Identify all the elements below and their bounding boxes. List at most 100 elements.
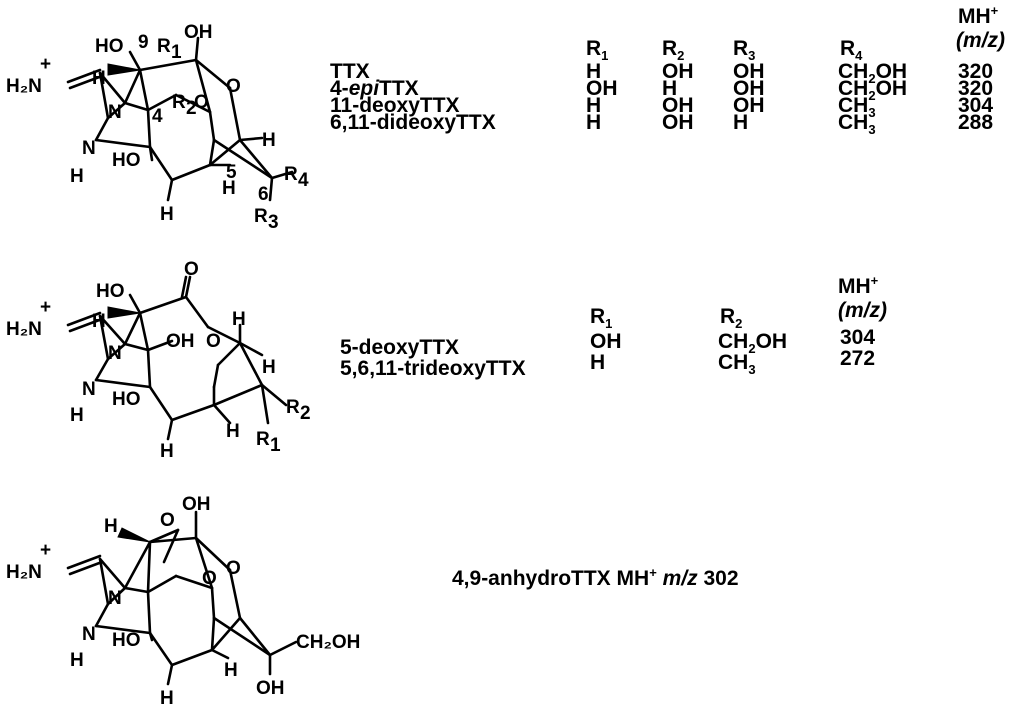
table2-r2-cell: CH2OH [718,330,788,357]
h-n-label: H [70,650,84,671]
h-n-label: H [70,166,84,187]
position-9-label: 9 [138,32,149,53]
table2-compound-5-deoxyttx: 5-deoxyTTX [340,336,460,359]
table1-r3-cell: OH [733,60,765,83]
table2-mz-column: 304 272 [840,327,875,369]
table1-r1-cell: OH [586,77,618,100]
h-right-label: H [262,130,276,151]
r1-label: R [256,429,270,450]
table1-compound-4-epittx: 4-epiTTX [330,77,419,100]
table1-r3-cell: OH [733,77,765,100]
table2-r1-column: OH H [590,331,622,373]
table2-r1-cell: H [590,351,606,374]
h2n-label: H₂N [6,319,42,340]
table1-r4-cell: CH3 [838,111,876,138]
anhydrottx-name: 4,9-anhydroTTX MH [452,567,650,590]
h-bottom-label: H [160,688,174,707]
h-right-label: H [262,357,276,378]
table2-compound-5-6-11-trideoxyttx: 5,6,11-trideoxyTTX [340,357,526,380]
table1-r3-cell: H [733,111,749,134]
oh-top-label: OH [182,494,211,515]
table2-mh-sup: + [870,273,879,288]
r4-label: R [284,164,298,185]
table1-mz-cell: 320 [958,60,994,83]
plus-charge: + [40,54,51,75]
table2-r2-cell: CH3 [718,351,756,378]
r2-label: R [172,92,186,113]
structure-ttx-analogs: H₂N + HO 9 R 1 OH H N 4 R 2 O O 5 H N H … [6,22,309,233]
table2-r1-header: R1 [590,305,613,332]
n-upper-label: N [108,588,122,609]
structure-deoxy-analogs: H₂N + HO O H OH O H N H N H HO R 2 H H R… [6,259,311,462]
table1-r2-cell: OH [662,94,694,117]
table1-r4-cell: CH2OH [838,60,908,87]
table1-r4-column: CH2OH CH2OH CH3 CH3 [838,60,908,138]
table2-mh-text: MH [838,275,871,298]
o-ring-label: O [226,558,241,579]
table1-r4-header: R4 [840,37,863,64]
table1-compound-column: TTX 4-epiTTX 11-deoxyTTX 6,11-dideoxyTTX [330,60,496,134]
oh-bottom-label: OH [256,678,285,699]
r4-subscript: 4 [298,170,309,191]
ho-lower-label: HO [112,630,141,651]
o-bridge-label: O [202,568,217,589]
table1-mz-cell: 288 [958,111,994,134]
r1-subscript: 1 [270,435,281,456]
table2-r2-column: CH2OH CH3 [718,330,788,378]
table1-r2-header: R2 [662,37,685,64]
table1-r1-cell: H [586,111,602,134]
table1-r3-column: OH OH OH H [733,60,765,134]
h2n-label: H₂N [6,76,42,97]
table1-mh-sup: + [990,3,999,18]
table1-r2-cell: H [662,77,678,100]
h-mid-label: H [224,660,238,681]
table1-r4-cell: CH2OH [838,77,908,104]
o-ring-label: O [226,76,241,97]
o-ring-label: O [206,331,221,352]
table2-mz-cell: 304 [840,326,876,349]
position-5-label: 5 [226,162,237,183]
h-left-label: H [92,68,106,89]
table1-r3-header: R3 [733,37,756,64]
ho-lower-label: HO [112,389,141,410]
position-6-label: 6 [258,184,269,205]
r2-subscript: 2 [186,98,197,119]
n-lower-label: N [82,379,96,400]
ch2oh-label: CH₂OH [296,632,360,653]
n-lower-label: N [82,138,96,159]
table1-mz-cell: 304 [958,94,994,117]
r2-subscript: 2 [300,403,311,424]
h-upper-right-label: H [232,309,246,330]
table1-r2-column: OH H OH OH [662,61,694,133]
oh-top-label: OH [184,22,213,43]
anhydrottx-mz: m/z [662,567,698,590]
table1-r4-cell: CH3 [838,94,876,121]
o-keto-label: O [184,259,199,280]
h-bottom-label: H [160,441,174,462]
table1-r1-column: H OH H H [586,61,618,134]
ho-top-label: HO [96,281,125,302]
ho-lower-label: HO [112,150,141,171]
structure-4-9-anhydrottx: H₂N + H O OH N O O N H HO CH₂OH H H OH [6,494,360,707]
h-left-label: H [92,311,106,332]
table1-r1-cell: H [586,94,602,117]
h2n-label: H₂N [6,562,42,583]
table1-compound-ttx: TTX [330,60,370,83]
h-top-label: H [104,516,118,537]
table1-compound-6-11-dideoxyttx: 6,11-dideoxyTTX [330,111,496,134]
oh-mid-label: OH [166,331,195,352]
h-n-label: H [70,405,84,426]
table2-mz-header: (m/z) [838,299,887,322]
table1-mz-column: 320 320 304 288 [958,60,994,134]
table1-mz-header: (m/z) [956,29,1005,52]
plus-charge: + [40,540,51,561]
table1-mh-text: MH [958,5,991,28]
h-mid-label: H [226,421,240,442]
ho-9-label: HO [95,36,124,57]
n-upper-label: N [108,343,122,364]
table1-r1-header: R1 [586,37,609,64]
table1-mz-cell: 320 [958,77,994,100]
n-upper-label: N [108,102,122,123]
table1-compound-11-deoxyttx: 11-deoxyTTX [330,94,460,117]
